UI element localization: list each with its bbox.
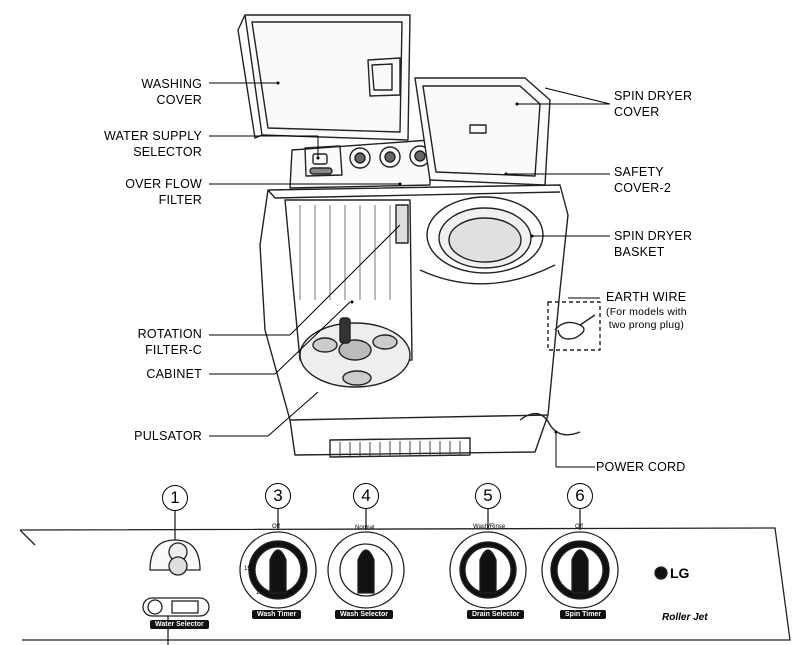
label-line: EARTH WIRE [606,290,687,304]
power-cord-illustration [519,412,581,436]
label-line: COVER [614,105,660,119]
spin-timer-dial [541,531,619,609]
wash-timer-dial [239,531,317,609]
label-rotation-filter: ROTATION FILTER-C [138,326,202,358]
model-name: Roller Jet [662,612,708,623]
label-spin-dryer-basket: SPIN DRYER BASKET [614,228,692,260]
label-washing-cover: WASHING COVER [141,76,202,108]
label-line: COVER-2 [614,181,671,195]
label-line: OVER FLOW [125,177,202,191]
label-line: WASHING [141,77,202,91]
label-line: SELECTOR [133,145,202,159]
drain-selector-wash-rinse-mark: Wash/Rinse [473,524,506,530]
label-over-flow-filter: OVER FLOW FILTER [125,176,202,208]
label-earth-wire: EARTH WIRE [606,289,686,305]
callout-number-6: 6 [567,483,593,509]
label-line: SPIN DRYER [614,89,693,103]
earth-wire-illustration [547,301,601,351]
spin-timer-5-mark: 5 [553,578,557,584]
callout-number-4: 4 [353,483,379,509]
tag-spin-timer: Spin Timer [560,610,607,619]
leader-lines [209,82,611,468]
label-line: SPIN DRYER [614,229,693,243]
label-spin-dryer-cover: SPIN DRYER COVER [614,88,692,120]
drain-selector-dial [449,531,527,609]
washing-cover-illustration [237,14,411,141]
wash-timer-6-mark: 6 [303,566,307,572]
spin-timer-2-mark: 2 [606,566,610,572]
control-panel [19,508,791,645]
tag-drain-selector: Drain Selector [467,610,525,619]
spin-timer-4-mark: 4 [568,592,572,598]
label-safety-cover: SAFETY COVER-2 [614,164,671,196]
callout-number-3: 3 [265,483,291,509]
label-cabinet: CABINET [146,367,202,381]
label-line: BASKET [614,245,665,259]
top-panel-illustration [289,139,431,189]
tag-wash-selector: Wash Selector [335,610,393,619]
wash-timer-9-mark: 9 [288,590,292,596]
label-power-cord: POWER CORD [596,460,686,474]
label-line: ROTATION [137,327,202,341]
label-line: (For models with [606,306,687,318]
label-earth-wire-note: (For models with two prong plug) [606,306,687,332]
brand-logo-text: LG [670,565,690,581]
machine-body-illustration [259,184,569,458]
label-line: FILTER-C [145,343,202,357]
leader-dots [276,81,558,434]
callout-number-5: 5 [475,483,501,509]
spin-timer-off-mark: Off [575,524,583,530]
spin-timer-1-mark: 1 [594,590,598,596]
label-line: two prong plug) [608,319,685,331]
tag-water-selector: Water Selector [150,620,209,629]
wash-timer-off-mark: Off [272,524,280,530]
wash-timer-12-mark: 12 [256,590,263,596]
spin-dryer-cover-illustration [414,77,551,186]
label-pulsator: PULSATOR [134,429,202,443]
label-line: SAFETY [614,165,664,179]
label-line: WATER SUPPLY [103,129,202,143]
callout-number-1: 1 [162,485,188,511]
label-water-supply-selector: WATER SUPPLY SELECTOR [104,128,202,160]
wash-timer-15-mark: 15 [244,566,251,572]
label-line: FILTER [158,193,202,207]
wash-selector-normal-mark: Normal [355,525,375,531]
wash-selector-dial [327,531,405,609]
label-line: COVER [156,93,202,107]
tag-wash-timer: Wash Timer [252,610,302,619]
